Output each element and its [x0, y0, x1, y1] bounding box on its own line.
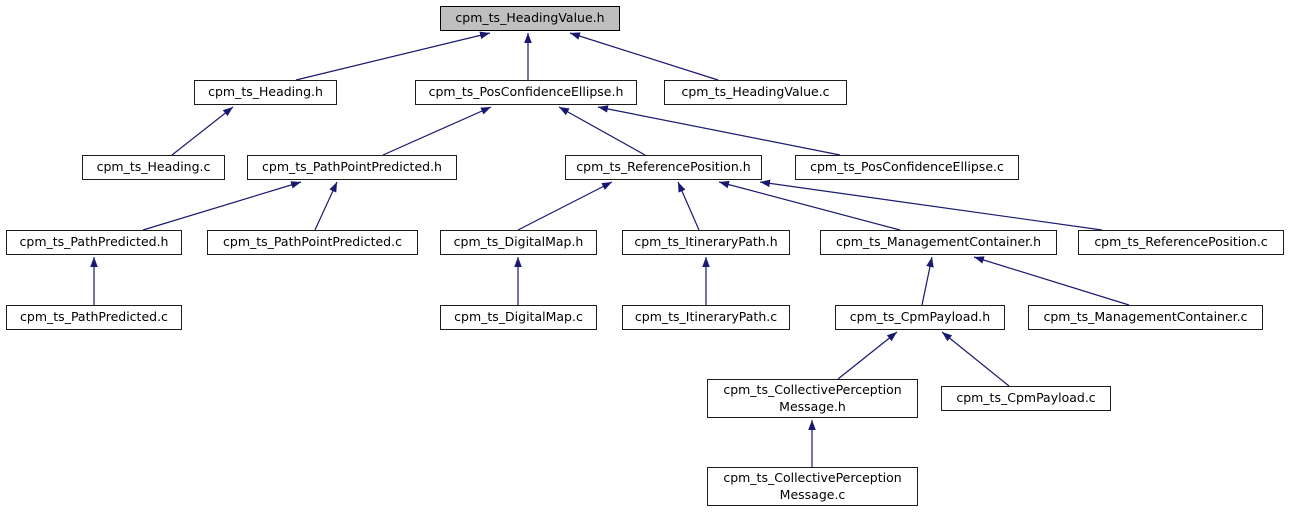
edge-managementcontainer_h-referenceposition_h [718, 180, 901, 231]
node-cpm-ts-referenceposition-c[interactable]: cpm_ts_ReferencePosition.c [1078, 230, 1284, 255]
node-cpm-ts-heading-h[interactable]: cpm_ts_Heading.h [194, 80, 337, 105]
edge-cpmpayload_c-cpmpayload_h [941, 331, 1010, 387]
edge-managementcontainer_c-managementcontainer_h [973, 256, 1130, 306]
node-cpm-ts-posconfidenceellipse-h[interactable]: cpm_ts_PosConfidenceEllipse.h [415, 80, 637, 105]
node-cpm-ts-headingvalue-c[interactable]: cpm_ts_HeadingValue.c [664, 80, 847, 105]
node-cpm-ts-referenceposition-h[interactable]: cpm_ts_ReferencePosition.h [565, 155, 762, 180]
node-cpm-ts-collectiveperceptionmessage-h[interactable]: cpm_ts_CollectivePerception Message.h [707, 379, 918, 418]
node-cpm-ts-pathpointpredicted-c[interactable]: cpm_ts_PathPointPredicted.c [207, 230, 418, 255]
node-cpm-ts-pathpointpredicted-h[interactable]: cpm_ts_PathPointPredicted.h [247, 155, 457, 180]
edge-digitalmap_h-referenceposition_h [517, 181, 613, 231]
edge-pathpointpredicted_c-pathpointpredicted_h [314, 181, 338, 231]
edge-headingvalue_c-headingvalue_h [569, 32, 719, 81]
edge-posconfidenceellipse_c-posconfidenceellipse_h [597, 105, 841, 156]
node-cpm-ts-pathpredicted-c[interactable]: cpm_ts_PathPredicted.c [6, 305, 182, 330]
node-cpm-ts-managementcontainer-h[interactable]: cpm_ts_ManagementContainer.h [820, 230, 1057, 255]
edge-heading_c-heading_h [171, 106, 234, 156]
edge-pathpredicted_h-pathpointpredicted_h [142, 181, 302, 231]
node-cpm-ts-itinerarypath-c[interactable]: cpm_ts_ItineraryPath.c [622, 305, 790, 330]
node-cpm-ts-headingvalue-h: cpm_ts_HeadingValue.h [440, 6, 620, 31]
node-cpm-ts-collectiveperceptionmessage-c[interactable]: cpm_ts_CollectivePerception Message.c [707, 467, 918, 506]
node-cpm-ts-posconfidenceellipse-c[interactable]: cpm_ts_PosConfidenceEllipse.c [795, 155, 1019, 180]
edge-referenceposition_h-posconfidenceellipse_h [558, 106, 646, 156]
edge-itinerarypath_h-referenceposition_h [677, 181, 700, 231]
node-cpm-ts-managementcontainer-c[interactable]: cpm_ts_ManagementContainer.c [1028, 305, 1263, 330]
edge-referenceposition_c-referenceposition_h [759, 179, 1103, 231]
node-cpm-ts-itinerarypath-h[interactable]: cpm_ts_ItineraryPath.h [622, 230, 790, 255]
edge-pathpointpredicted_h-posconfidenceellipse_h [382, 106, 492, 156]
node-cpm-ts-digitalmap-h[interactable]: cpm_ts_DigitalMap.h [440, 230, 597, 255]
node-cpm-ts-cpmpayload-c[interactable]: cpm_ts_CpmPayload.c [941, 386, 1111, 411]
node-cpm-ts-digitalmap-c[interactable]: cpm_ts_DigitalMap.c [440, 305, 597, 330]
node-cpm-ts-pathpredicted-h[interactable]: cpm_ts_PathPredicted.h [6, 230, 182, 255]
node-cpm-ts-heading-c[interactable]: cpm_ts_Heading.c [82, 155, 225, 180]
edge-heading_h-headingvalue_h [295, 31, 491, 81]
edge-cpmpayload_h-managementcontainer_h [921, 256, 934, 306]
node-cpm-ts-cpmpayload-h[interactable]: cpm_ts_CpmPayload.h [835, 305, 1005, 330]
edge-collectiveperceptionmessage_h-cpmpayload_h [837, 331, 898, 380]
